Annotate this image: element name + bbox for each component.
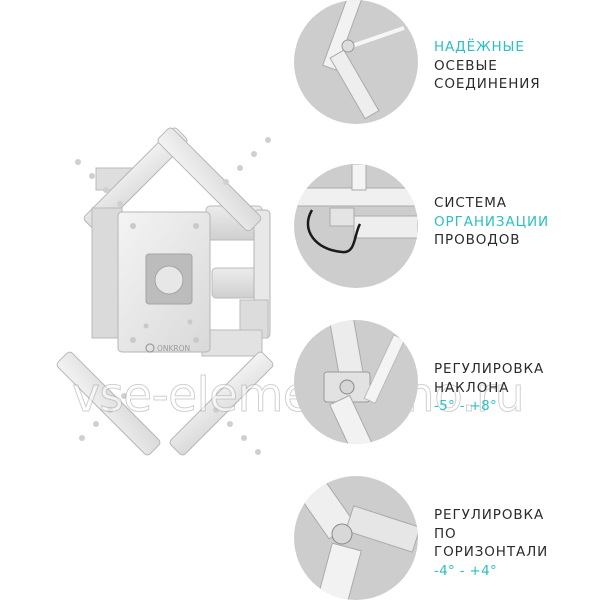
onkron-logo: ONKRON — [145, 343, 190, 353]
feature-tilt: РЕГУЛИРОВКА НАКЛОНА -5° - +8° — [294, 320, 600, 444]
svg-text:ONKRON: ONKRON — [157, 344, 190, 353]
joint-detail-icon — [294, 0, 418, 124]
feature-joints: НАДЁЖНЫЕ ОСЕВЫЕ СОЕДИНЕНИЯ — [294, 0, 600, 124]
feature-horizontal: РЕГУЛИРОВКА ПО ГОРИЗОНТАЛИ -4° - +4° — [294, 476, 600, 600]
mounting-arms — [56, 127, 274, 456]
arm-slots — [75, 137, 271, 455]
tv-wall-mount-image: ONKRON — [56, 127, 274, 456]
feature-joints-caption: НАДЁЖНЫЕ ОСЕВЫЕ СОЕДИНЕНИЯ — [434, 39, 541, 92]
center-plate — [91, 207, 211, 353]
feature-cable-caption: СИСТЕМА ОРГАНИЗАЦИИ ПРОВОДОВ — [434, 195, 549, 248]
tilt-hinge-icon — [294, 320, 418, 444]
swing-arm — [95, 167, 271, 357]
feature-horizontal-caption: РЕГУЛИРОВКА ПО ГОРИЗОНТАЛИ -4° - +4° — [434, 507, 549, 579]
swivel-hinge-icon — [294, 476, 418, 600]
feature-cable-management: СИСТЕМА ОРГАНИЗАЦИИ ПРОВОДОВ — [294, 164, 600, 288]
cable-management-icon — [294, 164, 418, 288]
feature-tilt-caption: РЕГУЛИРОВКА НАКЛОНА -5° - +8° — [434, 361, 545, 414]
